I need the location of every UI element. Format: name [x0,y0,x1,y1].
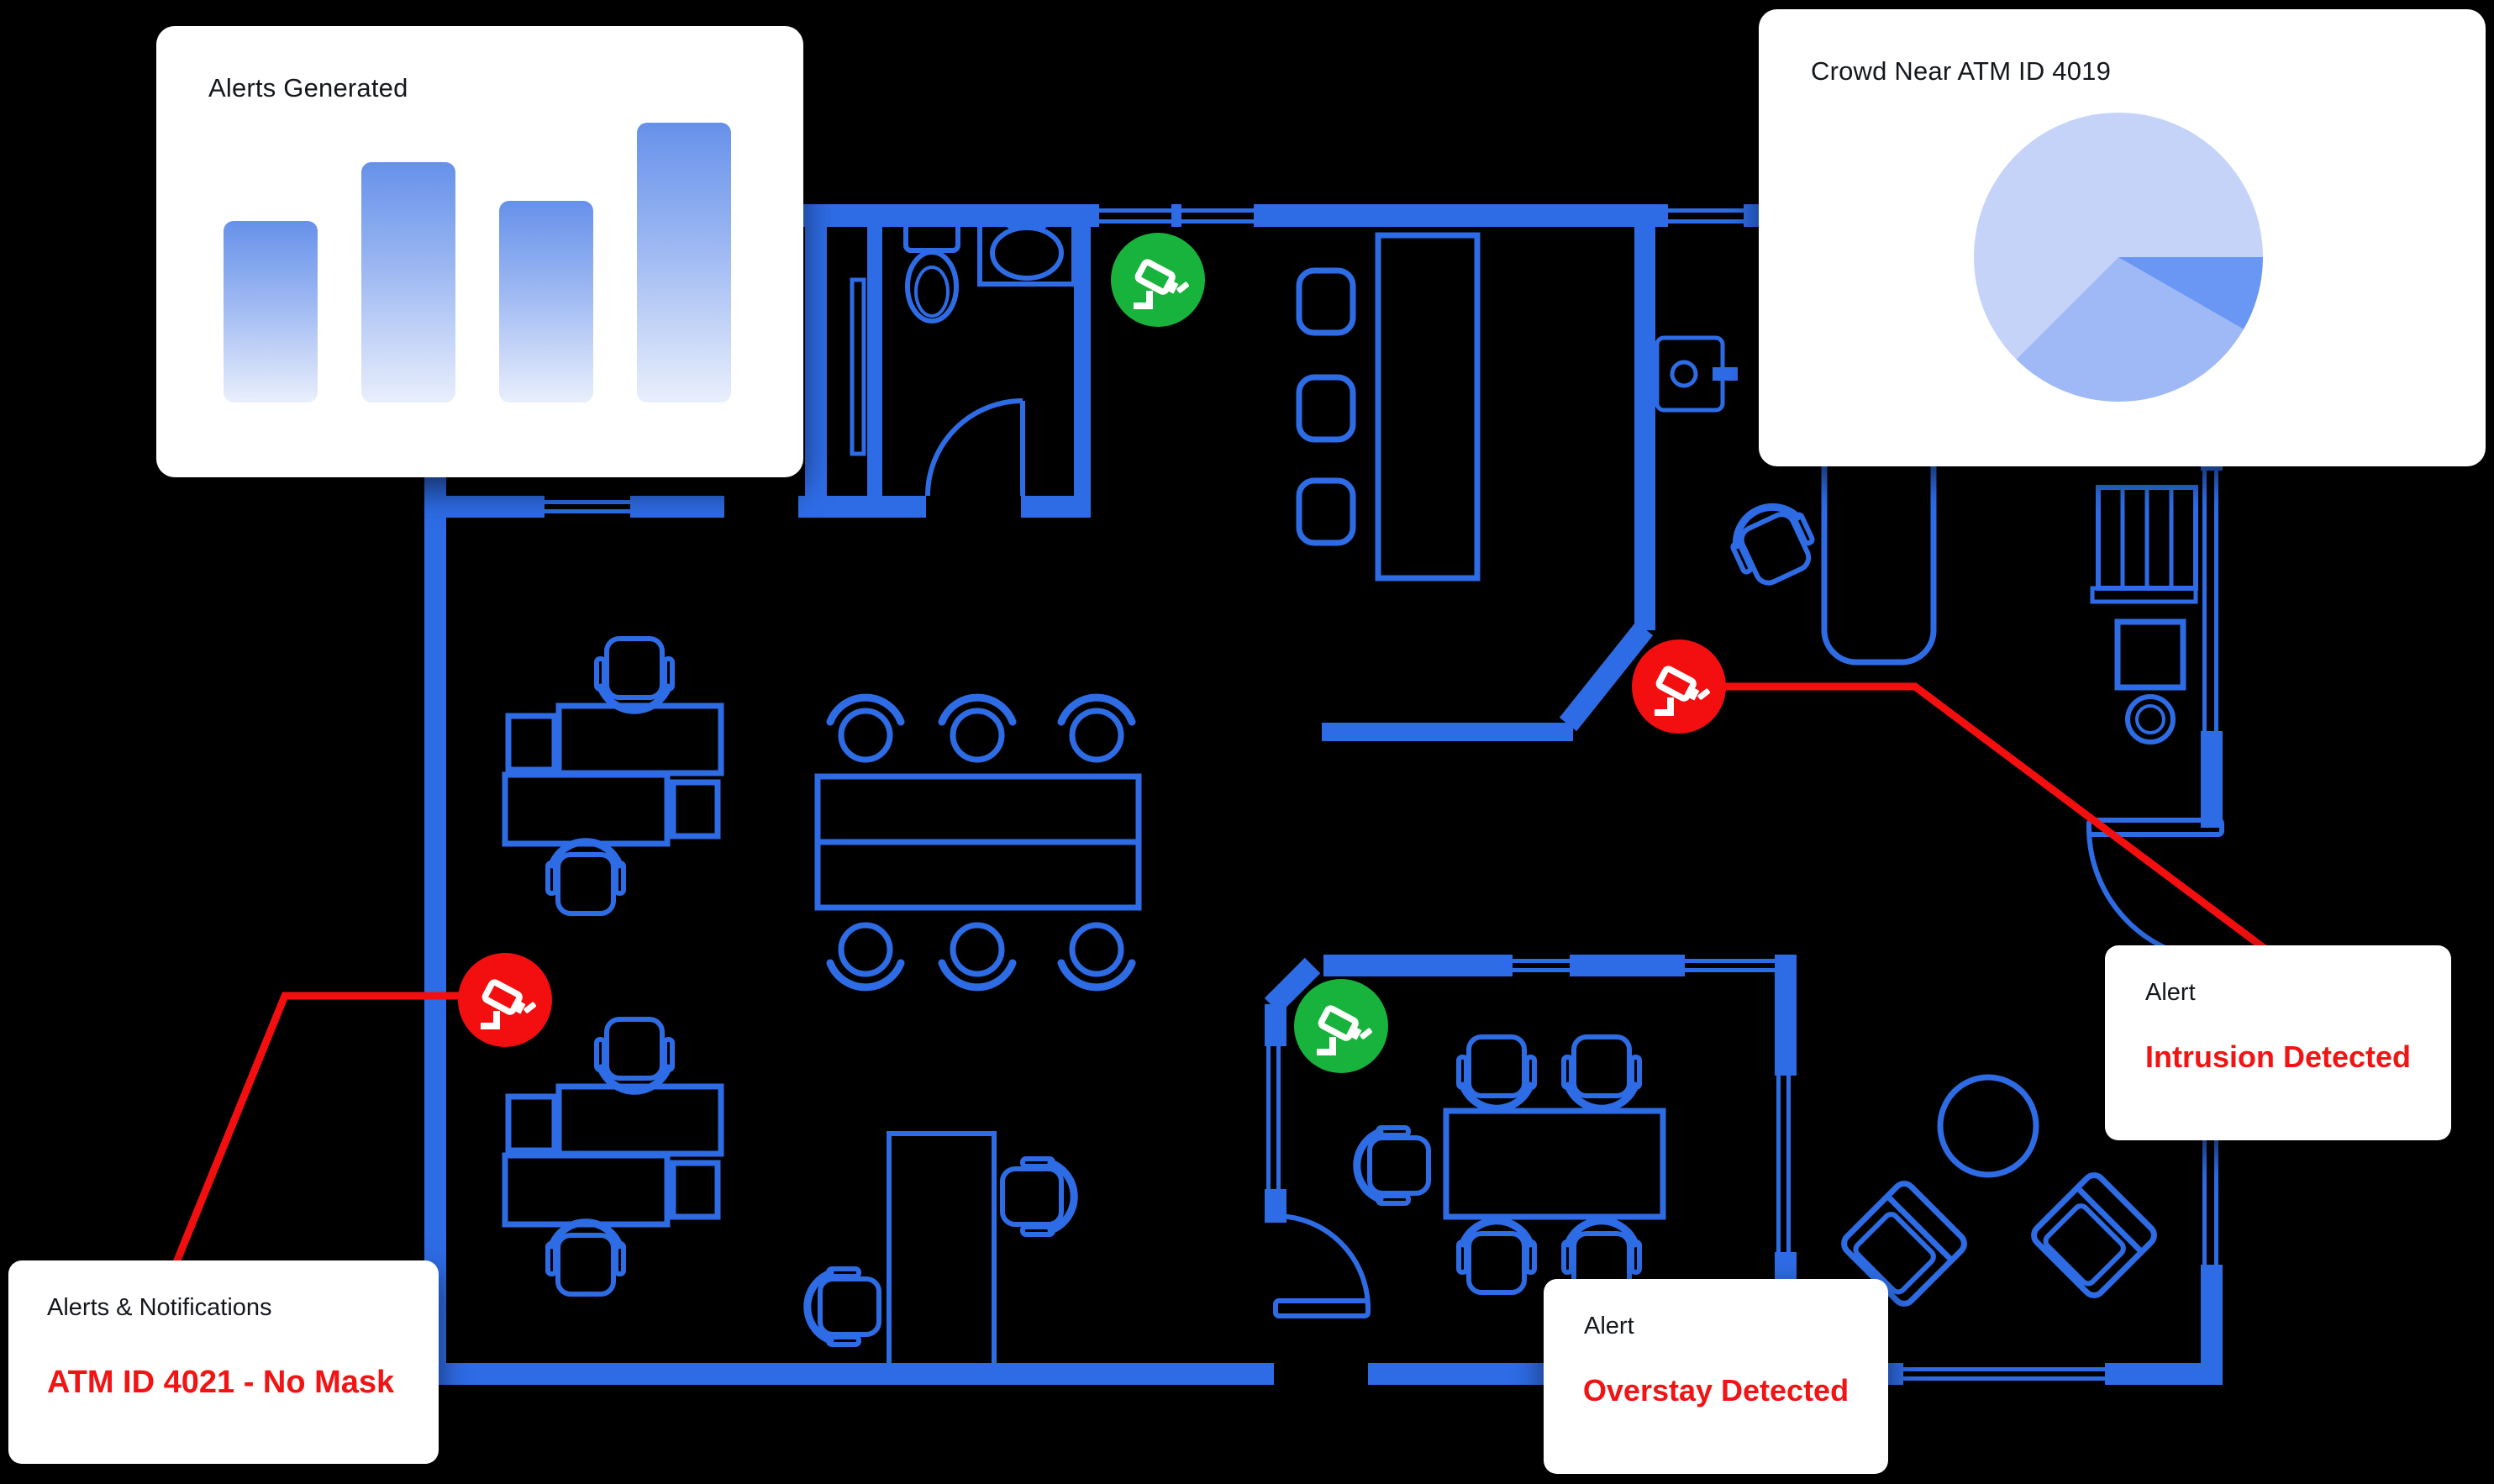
bar-chart [224,117,731,403]
camera-atm-4021-marker[interactable] [458,953,552,1047]
wall-mirror [850,277,866,456]
toilet-bowl [905,250,959,324]
doors [925,398,2224,1318]
line-atm-4021 [171,992,505,1268]
conference-door-leaf [1273,1298,1371,1318]
desk [502,1152,671,1228]
shelf-base [2090,586,2198,604]
side-table [670,1160,721,1220]
door-lock-icon [1670,360,1698,388]
crowd-pie-card: Crowd Near ATM ID 4019 [1759,9,2486,466]
side-table [505,1093,558,1154]
right-door-leaf [2086,818,2224,837]
meeting-table [814,697,1142,987]
storage-desk [808,1131,1074,1376]
cctv-camera-icon [1294,979,1388,1073]
reception-counter [1375,232,1481,581]
round-table [1937,1074,2039,1178]
plant-pot [2125,694,2176,745]
cctv-camera-icon [458,953,552,1047]
intrusion-alert-card: Alert Intrusion Detected [2105,945,2451,1140]
desk [502,771,671,847]
cctv-camera-icon [1632,639,1726,734]
desk-cluster [502,639,724,913]
overstay-alert-message: Overstay Detected [1582,1373,1849,1408]
camera-lobby-marker[interactable] [1111,233,1205,327]
alerts-generated-card: Alerts Generated [156,26,803,477]
overstay-alert-title: Alert [1584,1313,1634,1339]
pie-chart [1974,113,2263,402]
waiting-chair [1296,267,1356,336]
crowd-pie-title: Crowd Near ATM ID 4019 [1811,56,2112,86]
desk [555,703,724,776]
line-intrusion [1679,682,2273,956]
atm-alert-card: Alerts & Notifications ATM ID 4021 - No … [8,1260,439,1464]
conference-door-arc [1275,1213,1371,1309]
bar [361,162,455,403]
bathroom-door-arc [925,398,1023,497]
right-door-arc [2086,827,2223,963]
side-table [505,713,558,773]
cabinet [887,1131,997,1376]
camera-conference-room-marker[interactable] [1294,979,1388,1073]
bookshelf [2096,485,2198,591]
desk-cluster [502,1019,724,1294]
reception [1296,232,1738,581]
secure-door [1655,335,1725,413]
bar [224,221,318,403]
atm-alert-title: Alerts & Notifications [47,1294,272,1321]
toilet-tank [903,219,960,253]
alerts-generated-title: Alerts Generated [208,73,408,103]
side-table [670,779,721,839]
intrusion-alert-title: Alert [2145,979,2196,1006]
conference-room [1357,1037,1666,1292]
door-handle [1713,367,1738,381]
waiting-chair [1296,477,1356,546]
desk [555,1083,724,1157]
intrusion-alert-message: Intrusion Detected [2144,1039,2412,1074]
sink-basin [990,225,1064,281]
side-cabinet [2114,618,2186,691]
conference-table [1443,1108,1666,1220]
bathroom [850,213,1076,456]
cctv-camera-icon [1111,233,1205,327]
sink-counter [977,216,1076,287]
waiting-chair [1296,374,1356,443]
atm-alert-message: ATM ID 4021 - No Mask [47,1365,395,1400]
camera-atm-4019-marker[interactable] [1632,639,1726,734]
bar [499,201,593,403]
bar [637,123,731,403]
overstay-alert-card: Alert Overstay Detected [1544,1279,1888,1474]
